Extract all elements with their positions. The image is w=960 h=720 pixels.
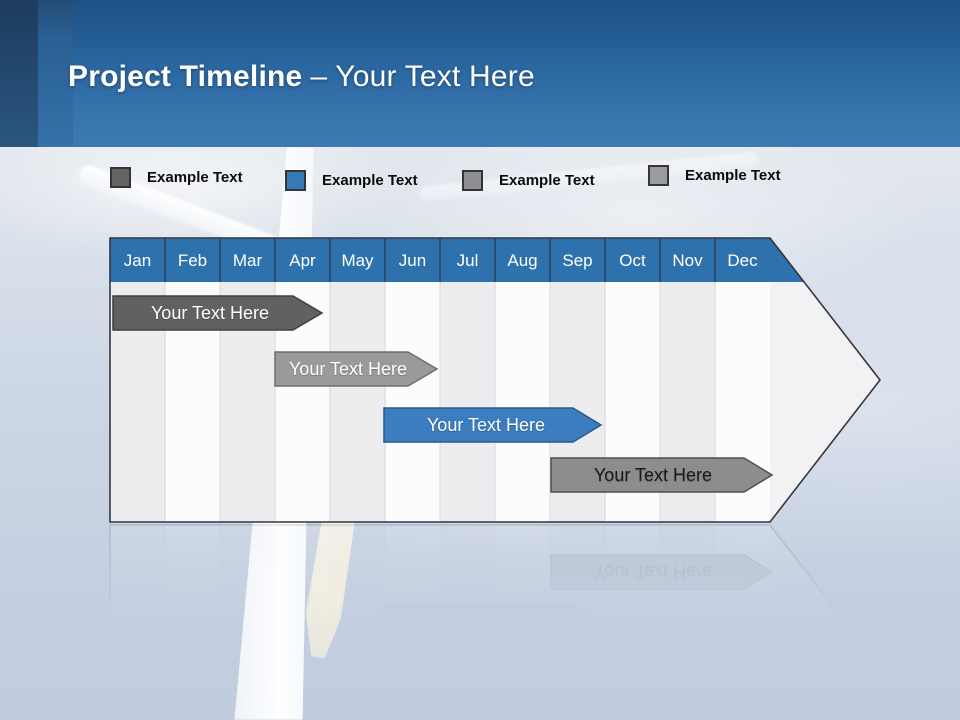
month-label: Jan [124,251,151,270]
legend-label-3: Example Text [499,172,595,189]
timeline-arrow: Jan Feb Mar Apr May Jun Jul Aug Sep Oct … [109,237,882,523]
title-light-text: – Your Text Here [310,60,535,93]
month-label: Dec [727,251,758,270]
month-column [440,282,495,522]
month-label: Apr [289,251,316,270]
legend-label-2: Example Text [322,172,418,189]
task-shape[interactable] [383,407,603,443]
month-label: Aug [507,251,537,270]
title-bold-text: Project Timeline [68,60,303,93]
left-accent-stripe-medium [38,0,73,147]
legend-swatch-4 [648,165,669,186]
month-label: Feb [178,251,207,270]
month-label: Nov [672,251,703,270]
month-header-band [110,238,804,282]
month-header-separators [164,238,716,282]
task-arrow-4[interactable]: Your Text Here [550,457,774,493]
month-label: Sep [562,251,592,270]
task-shape[interactable] [274,351,439,387]
timeline-reflection [109,524,881,720]
month-label: Jun [399,251,426,270]
task-arrow-1[interactable]: Your Text Here [112,295,324,331]
legend-item-1[interactable]: Example Text [110,167,243,188]
month-label: Mar [233,251,263,270]
legend-label-1: Example Text [147,169,243,186]
task-shape[interactable] [112,295,324,331]
legend-label-4: Example Text [685,167,781,184]
legend-swatch-2 [285,170,306,191]
left-accent-stripe-dark [0,0,38,147]
month-column [495,282,550,522]
legend-swatch-1 [110,167,131,188]
task-label: Your Text Here [151,303,269,323]
task-arrow-3[interactable]: Your Text Here [383,407,603,443]
month-label: Oct [619,251,646,270]
header-band: Project Timeline– Your Text Here [0,0,960,147]
timeline-outline [109,237,882,523]
month-label: May [341,251,374,270]
task-shape[interactable] [550,457,774,493]
legend-item-2[interactable]: Example Text [285,170,418,191]
task-label: Your Text Here [427,415,545,435]
month-column [385,282,440,522]
slide-title[interactable]: Project Timeline– Your Text Here [68,60,535,94]
month-column [330,282,385,522]
month-label: Jul [457,251,479,270]
legend-item-3[interactable]: Example Text [462,170,595,191]
legend-swatch-3 [462,170,483,191]
task-arrow-2[interactable]: Your Text Here [274,351,439,387]
task-label: Your Text Here [594,465,712,485]
legend-item-4[interactable]: Example Text [648,165,781,186]
task-label: Your Text Here [289,359,407,379]
month-labels: Jan Feb Mar Apr May Jun Jul Aug Sep Oct … [124,251,758,270]
